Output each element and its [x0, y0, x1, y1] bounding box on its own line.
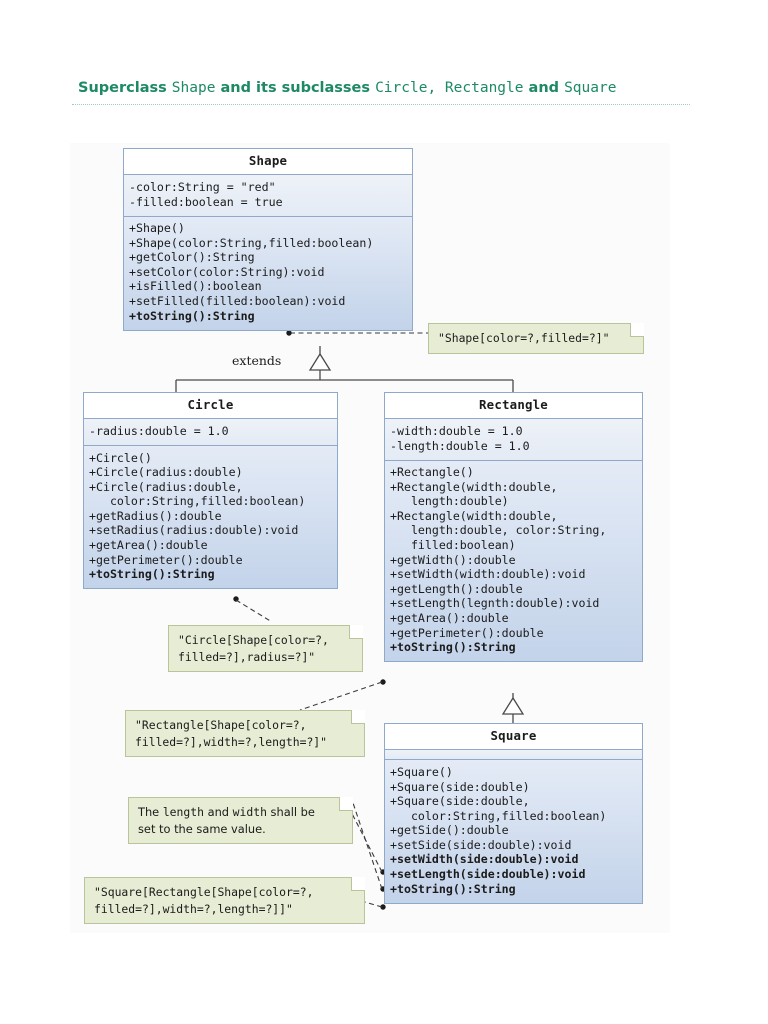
operation-row: +setWidth(width:double):void [390, 567, 586, 582]
operation-row: +Square() [390, 764, 453, 779]
attributes-compartment-square [385, 750, 642, 761]
page-title-seg-1: Shape [171, 80, 216, 96]
operation-row: +getArea():double [89, 538, 208, 553]
operation-row: +getPerimeter():double [89, 552, 243, 567]
note-circle-tostring: "Circle[Shape[color=?, filled=?],radius=… [168, 625, 363, 673]
operation-row: +getColor():String [129, 250, 255, 265]
operations-compartment-shape: +Shape() +Shape(color:String,filled:bool… [124, 216, 412, 330]
attribute-row: -color:String = "red" [129, 179, 276, 194]
page-title-seg-2: and its subclasses [215, 80, 376, 96]
operation-row: length:double, color:String, [390, 523, 607, 538]
operation-row: +isFilled():boolean [129, 279, 262, 294]
page-title-seg-5: Square [564, 80, 617, 96]
operation-row-setlength: +setLength(side:double):void [390, 867, 586, 882]
operation-row: +Rectangle(width:double, [390, 479, 558, 494]
operation-row: +setLength(legnth:double):void [390, 596, 600, 611]
attributes-compartment-rectangle: -width:double = 1.0 -length:double = 1.0 [385, 419, 642, 461]
operations-compartment-rectangle: +Rectangle() +Rectangle(width:double, le… [385, 460, 642, 662]
operation-row-tostring: +toString():String [129, 308, 255, 323]
page-title-seg-0: Superclass [78, 80, 172, 96]
operation-row: +Rectangle() [390, 465, 474, 480]
note-text-seg: shall be set to the same value. [138, 805, 315, 836]
attribute-row: -radius:double = 1.0 [89, 423, 229, 438]
class-box-shape[interactable]: Shape -color:String = "red" -filled:bool… [123, 148, 413, 331]
title-underline-rule [72, 103, 690, 105]
operation-row: +getRadius():double [89, 508, 222, 523]
operation-row: length:double) [390, 494, 509, 509]
operation-row: +setColor(color:String):void [129, 264, 325, 279]
note-text-seg: The [138, 805, 163, 819]
operation-row: +getSide():double [390, 823, 509, 838]
note-square-tostring: "Square[Rectangle[Shape[color=?, filled=… [84, 877, 365, 925]
operation-row: +setRadius(radius:double):void [89, 523, 299, 538]
attribute-row: -length:double = 1.0 [390, 438, 530, 453]
operation-row: +getWidth():double [390, 552, 516, 567]
operation-row: +getLength():double [390, 581, 523, 596]
operations-compartment-square: +Square() +Square(side:double) +Square(s… [385, 760, 642, 903]
class-name-square: Square [385, 724, 642, 751]
operation-row: +Shape() [129, 221, 185, 236]
operation-row-setwidth: +setWidth(side:double):void [390, 852, 579, 867]
operation-row: +Shape(color:String,filled:boolean) [129, 235, 374, 250]
note-text-mono-length: length [162, 805, 204, 819]
operation-row-tostring: +toString():String [89, 567, 215, 582]
operation-row-tostring: +toString():String [390, 881, 516, 896]
operation-row: +Circle() [89, 450, 152, 465]
note-text-seg: and [203, 805, 233, 819]
operation-row: +Circle(radius:double) [89, 465, 243, 480]
operations-compartment-circle: +Circle() +Circle(radius:double) +Circle… [84, 446, 337, 589]
operation-row-tostring: +toString():String [390, 640, 516, 655]
note-rectangle-tostring: "Rectangle[Shape[color=?, filled=?],widt… [125, 710, 365, 758]
note-square-setters: The length and width shall be set to the… [128, 797, 353, 845]
class-box-circle[interactable]: Circle -radius:double = 1.0 +Circle() +C… [83, 392, 338, 590]
operation-row: color:String,filled:boolean) [390, 808, 607, 823]
note-shape-tostring: "Shape[color=?,filled=?]" [428, 323, 644, 354]
operation-row: +setFilled(filled:boolean):void [129, 294, 346, 309]
operation-row: +Circle(radius:double, [89, 479, 243, 494]
operation-row: +getArea():double [390, 611, 509, 626]
operation-row: +Square(side:double) [390, 779, 530, 794]
class-name-circle: Circle [84, 393, 337, 420]
attributes-compartment-shape: -color:String = "red" -filled:boolean = … [124, 175, 412, 217]
class-name-shape: Shape [124, 149, 412, 176]
operation-row: color:String,filled:boolean) [89, 494, 306, 509]
page-title: Superclass Shape and its subclasses Circ… [78, 80, 688, 96]
class-box-rectangle[interactable]: Rectangle -width:double = 1.0 -length:do… [384, 392, 643, 663]
operation-row: +Square(side:double, [390, 794, 530, 809]
attribute-row: -filled:boolean = true [129, 194, 283, 209]
note-text-mono-width: width [232, 805, 267, 819]
class-name-rectangle: Rectangle [385, 393, 642, 420]
operation-row: filled:boolean) [390, 538, 516, 553]
page-title-seg-4: and [523, 80, 565, 96]
attributes-compartment-circle: -radius:double = 1.0 [84, 419, 337, 446]
page-title-seg-3: Circle, Rectangle [375, 80, 524, 96]
operation-row: +getPerimeter():double [390, 625, 544, 640]
extends-label: extends [232, 353, 282, 368]
attribute-row: -width:double = 1.0 [390, 423, 523, 438]
operation-row: +setSide(side:double):void [390, 837, 572, 852]
operation-row: +Rectangle(width:double, [390, 508, 558, 523]
class-box-square[interactable]: Square +Square() +Square(side:double) +S… [384, 723, 643, 904]
